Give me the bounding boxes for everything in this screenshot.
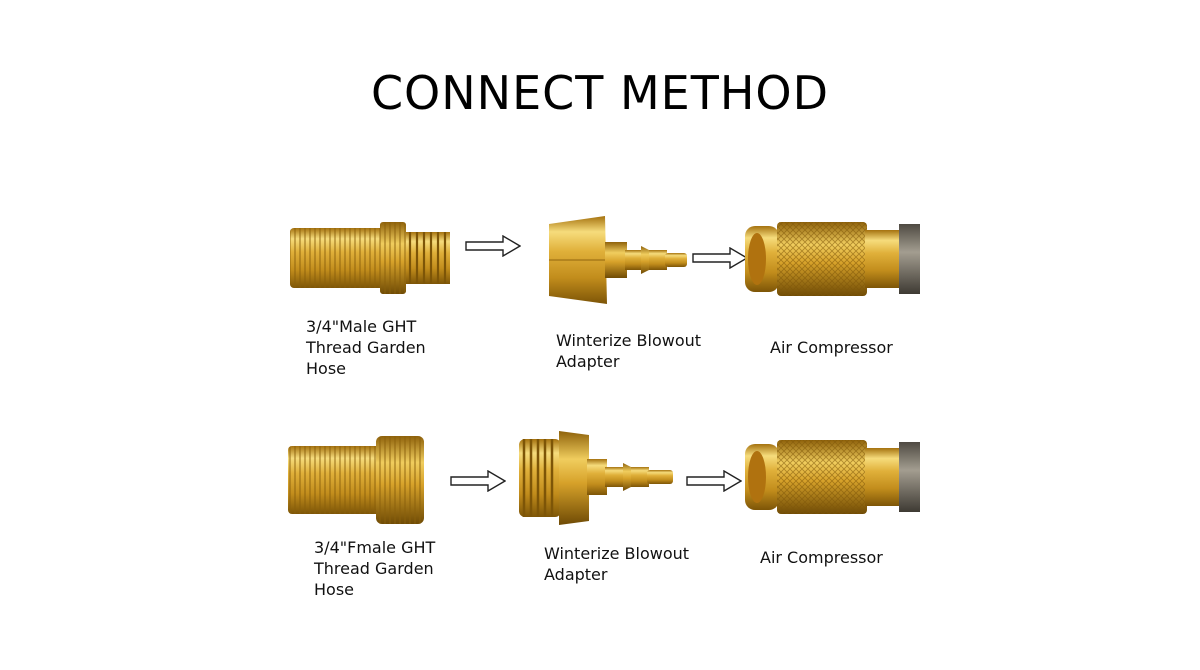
right-arrow-icon <box>686 470 742 492</box>
compressor-label: Air Compressor <box>770 338 893 357</box>
air-compressor-coupler-icon <box>745 440 920 514</box>
air-compressor-coupler-icon <box>745 222 920 296</box>
compressor-label: Air Compressor <box>760 548 883 567</box>
male-ght-hose-icon <box>290 222 450 294</box>
right-arrow-icon <box>450 470 506 492</box>
page-title: CONNECT METHOD <box>370 66 830 120</box>
female-thread-blowout-adapter-icon <box>549 216 687 304</box>
female-ght-hose-icon <box>288 436 424 524</box>
right-arrow-icon <box>692 247 748 269</box>
male-thread-blowout-adapter-icon <box>519 431 673 525</box>
right-arrow-icon <box>465 235 521 257</box>
